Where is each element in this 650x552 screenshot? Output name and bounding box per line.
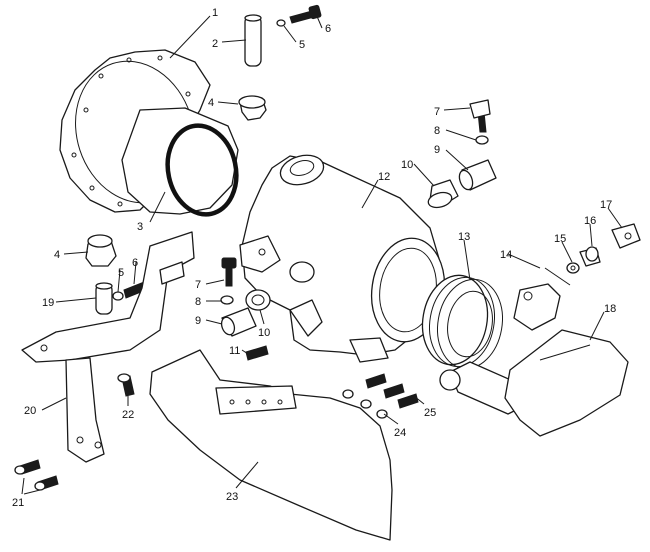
callout-8-right: 8 — [434, 125, 440, 137]
part-5-washer-left — [112, 291, 124, 301]
callout-2: 2 — [212, 38, 218, 50]
part-5-washer-top — [276, 19, 286, 27]
part-18-bracket-cover — [439, 283, 629, 437]
part-20-bracket — [21, 231, 195, 463]
callout-14: 14 — [500, 249, 512, 261]
part-17-pin — [611, 223, 641, 249]
callout-1: 1 — [212, 7, 218, 19]
callout-24: 24 — [394, 427, 406, 439]
part-23-guard — [149, 349, 393, 541]
callout-labels: 1 2 3 4 4 5 5 6 6 7 7 8 8 9 9 10 10 11 1… — [12, 7, 616, 509]
part-2-pin — [244, 14, 262, 67]
part-22-bolt — [117, 373, 135, 397]
part-4-bushing-top — [238, 95, 267, 121]
part-14-spring — [544, 267, 571, 286]
part-16-bushing — [579, 246, 601, 267]
callout-10-mid: 10 — [258, 327, 270, 339]
callout-6-top: 6 — [325, 23, 331, 35]
part-4-bushing-left — [85, 234, 117, 267]
part-8-washer-mid — [220, 295, 234, 305]
callout-23: 23 — [226, 491, 238, 503]
callout-13: 13 — [458, 231, 470, 243]
part-24-washers — [342, 389, 388, 419]
part-8-washer-right — [475, 135, 489, 145]
callout-10-right: 10 — [401, 159, 413, 171]
callout-8-mid: 8 — [195, 296, 201, 308]
part-11-bolt — [245, 345, 269, 361]
callout-5-left: 5 — [118, 267, 124, 279]
part-6-bolt-top — [289, 4, 322, 24]
part-10-cap-right — [427, 179, 459, 209]
part-9-sleeve-mid — [220, 307, 257, 337]
callout-6-left: 6 — [132, 257, 138, 269]
callout-4-left: 4 — [54, 249, 60, 261]
part-15-washer — [566, 262, 580, 274]
part-12-gear-case — [239, 154, 446, 363]
part-25-bolts — [365, 373, 419, 409]
part-21-bolts — [14, 459, 59, 491]
callout-7-mid: 7 — [195, 279, 201, 291]
part-19-pin-left — [95, 282, 113, 315]
callout-5-top: 5 — [299, 39, 305, 51]
callout-15: 15 — [554, 233, 566, 245]
callout-21: 21 — [12, 497, 24, 509]
callout-25: 25 — [424, 407, 436, 419]
callout-18: 18 — [604, 303, 616, 315]
callout-19: 19 — [42, 297, 54, 309]
callout-22: 22 — [122, 409, 134, 421]
callout-16: 16 — [584, 215, 596, 227]
callout-3: 3 — [137, 221, 143, 233]
part-7-bolt-mid — [221, 257, 237, 287]
callout-11: 11 — [229, 345, 240, 357]
callout-9-right: 9 — [434, 144, 440, 156]
part-1-flange-housing — [59, 49, 239, 217]
callout-17: 17 — [600, 199, 612, 211]
leader-lines — [21, 13, 623, 495]
callout-4-top: 4 — [208, 97, 214, 109]
callout-12: 12 — [378, 171, 390, 183]
part-7-bolt-right — [469, 99, 491, 133]
part-9-sleeve-right — [458, 159, 497, 191]
part-13-ring — [421, 274, 503, 370]
callout-20: 20 — [24, 405, 36, 417]
part-10-cap-mid — [245, 289, 271, 311]
callout-9-mid: 9 — [195, 315, 201, 327]
callout-7-right: 7 — [434, 106, 440, 118]
